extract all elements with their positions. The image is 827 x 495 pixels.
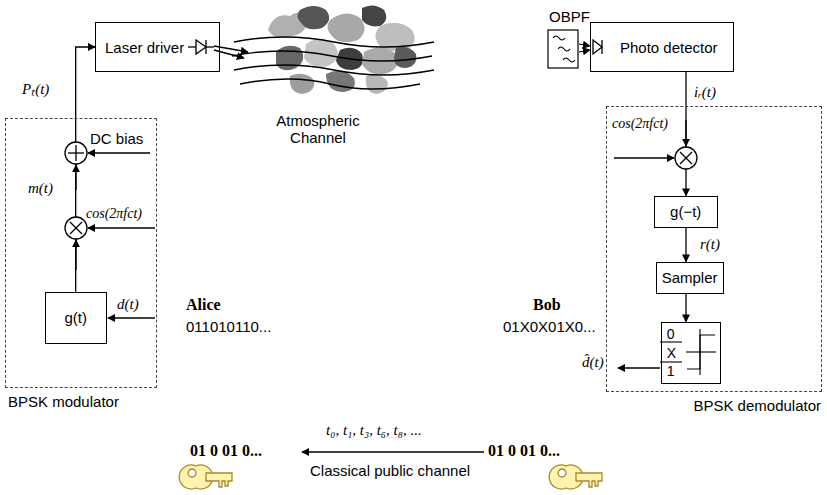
signal-label: m(t) bbox=[28, 180, 53, 197]
turbulence-illustration bbox=[232, 5, 434, 94]
signal-label: 011010110... bbox=[186, 318, 271, 335]
decision-level: 0 bbox=[667, 326, 675, 342]
optical-filter-symbol bbox=[548, 30, 590, 68]
party-name: 01 0 01 0... bbox=[190, 442, 262, 460]
process-box: Sampler bbox=[656, 262, 724, 294]
signal-label: Pₜ(t) bbox=[22, 78, 49, 98]
party-name: 01 0 01 0... bbox=[488, 442, 560, 460]
signal-label: Atmospheric Channel bbox=[263, 112, 373, 146]
signal-label: OBPF bbox=[549, 8, 590, 25]
module-heading: BPSK demodulator bbox=[693, 397, 821, 414]
box-label: Laser driver bbox=[105, 39, 184, 56]
signal-label: r(t) bbox=[700, 236, 720, 253]
signal-connector bbox=[685, 294, 686, 322]
signal-connector bbox=[685, 72, 686, 196]
signal-connector bbox=[685, 228, 686, 262]
signal-label: Classical public channel bbox=[310, 462, 470, 479]
signal-label: d̂(t) bbox=[582, 354, 604, 371]
box-label: Photo detector bbox=[620, 39, 718, 56]
signal-label: t₀, t₁, t₃, t₆, t₈, ... bbox=[326, 422, 422, 439]
photodiode-symbol bbox=[593, 40, 602, 54]
process-box: Photo detector bbox=[590, 22, 734, 72]
process-box: g(t) bbox=[45, 292, 107, 344]
decision-box: 0X 1 bbox=[661, 322, 721, 384]
signal-label: DC bias bbox=[90, 130, 143, 147]
mixer-symbols bbox=[65, 120, 697, 452]
module-heading: BPSK modulator bbox=[8, 393, 119, 410]
party-name: Bob bbox=[533, 296, 561, 314]
process-box: g(−t) bbox=[654, 196, 718, 228]
party-name: Alice bbox=[186, 296, 221, 314]
signal-label: iᵣ(t) bbox=[694, 84, 716, 101]
signal-connector bbox=[76, 47, 95, 292]
decision-level: 1 bbox=[667, 363, 675, 379]
signal-label: 01X0X01X0... bbox=[503, 318, 596, 335]
signal-label: cos(2πfct) bbox=[612, 116, 668, 132]
box-label: g(t) bbox=[64, 309, 87, 326]
process-box: Laser driver bbox=[95, 22, 220, 72]
box-label: g(−t) bbox=[670, 203, 701, 220]
signal-label: d(t) bbox=[117, 296, 139, 313]
module-region: BPSK modulatorg(t) bbox=[5, 118, 157, 388]
signal-label: cos(2πfct) bbox=[86, 206, 142, 222]
box-label: Sampler bbox=[662, 269, 718, 286]
decision-level: X bbox=[667, 345, 676, 361]
